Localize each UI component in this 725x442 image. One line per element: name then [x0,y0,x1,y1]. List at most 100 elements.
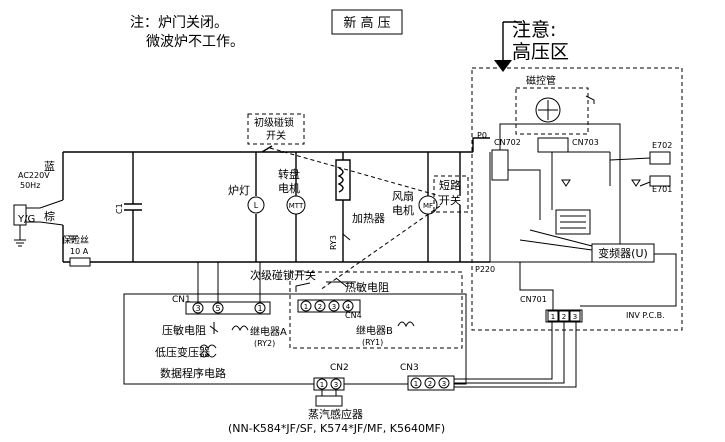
cn703-connector [537,137,569,153]
cn1-label: CN1 [172,295,191,305]
inverter-box [591,243,655,263]
svg-text:3: 3 [332,303,336,311]
svg-text:3: 3 [573,313,577,321]
lamp-label: 炉灯 [228,184,250,197]
relay-a-coil-icon [231,325,249,332]
p0-wire [472,137,490,152]
e702-label: E702 [652,141,672,150]
relay-a-label: 继电器A [250,325,287,338]
cn4-pin: 1 [300,300,312,312]
lamp-icon [247,196,265,214]
warning-line-1: 注意: [512,19,556,41]
relay-b-coil-icon [397,321,415,328]
turntable-label-2: 电机 [278,181,300,195]
svg-text:4: 4 [346,303,351,311]
primary-switch-label-2: 开关 [266,129,286,142]
svg-text:3: 3 [195,304,200,313]
e701-label: E701 [652,185,672,194]
fuse-icon [69,257,91,267]
p220-label: P220 [475,265,495,274]
fan-label-1: 风扇 [392,189,414,203]
thermistor-label: 热敏电阻 [345,280,389,294]
capacitor-c1-label: C1 [115,203,124,214]
ground-symbol-icon [68,235,78,243]
svg-text:1: 1 [304,303,308,311]
svg-text:1: 1 [551,313,555,321]
model-numbers: (NN-K584*JF/SF, K574*JF/MF, K5640MF) [228,422,445,435]
primary-switch-box [247,113,305,145]
capacitor-c1-icon [124,152,142,262]
cn1-pin: 5 [212,302,224,314]
svg-text:2: 2 [428,380,432,388]
cn3-label: CN3 [400,363,419,373]
thermistor-icon [326,277,356,287]
cn3-pin: 1 [410,377,422,389]
short-switch-label-1: 短路 [439,178,461,192]
svg-text:2: 2 [318,303,322,311]
data-circuit-box [123,293,467,385]
turntable-symbol: MTT [289,202,304,210]
lv-transformer-label: 低压变压器 [155,345,210,359]
primary-switch-label-1: 初级碰锁 [254,116,294,129]
e701-icon [649,175,671,187]
primary-switch-icon [261,145,284,153]
cn1-connector [185,301,271,315]
interlock-linkage [269,147,441,197]
steam-sensor-icon [315,395,343,407]
ac-voltage-label: AC220V [18,171,50,180]
cn3-pin: 2 [424,377,436,389]
e702-icon [649,151,671,165]
cn3-pin: 3 [438,377,450,389]
relay-a-code: (RY2) [254,339,275,348]
cn4-pin: 2 [314,300,326,312]
ac-frequency-label: 50Hz [20,181,40,190]
cn2-label: CN2 [330,363,349,373]
short-switch-label-2: 开关 [439,193,461,207]
fuse-rating: 10 A [70,247,89,256]
relay-b-code: (RY1) [362,338,383,347]
svg-text:2: 2 [562,313,566,321]
ground-label: Y/G [17,214,35,225]
fan-label-2: 电机 [392,203,414,217]
svg-text:1: 1 [257,304,262,313]
note-line-2: 微波炉不工作。 [146,34,244,50]
header-box [331,9,403,35]
data-circuit-label: 数据程序电路 [160,366,226,380]
svg-text:1: 1 [414,380,418,388]
fuse-label: 保险丝 [62,234,89,246]
power-plug-icon [13,199,64,247]
cn4-label: CN4 [345,311,362,320]
high-voltage-zone [471,67,683,331]
cn1-pin: 3 [192,302,204,314]
svg-text:5: 5 [215,304,220,313]
cn702-label: CN702 [494,138,521,147]
inv-pcb-label: INV P.C.B. [626,311,665,320]
cn4-pin: 3 [328,300,340,312]
cn702-connector [491,149,509,181]
cn703-label: CN703 [572,138,599,147]
cn2-pin: 1 [316,378,328,390]
ry3-label: RY3 [329,235,338,250]
cn701-pin: 1 [547,310,559,322]
svg-text:1: 1 [320,381,324,389]
inverter-label: 变频器(U) [598,246,648,260]
relay-region [289,271,463,349]
magnetron-label: 磁控管 [526,74,556,87]
cn701-label: CN701 [520,295,547,304]
fan-symbol: MF [423,202,433,210]
warning-arrow-head-icon [494,60,512,72]
cn2-pin: 3 [330,378,342,390]
heater-label: 加热器 [352,212,385,225]
ry3-contact-icon [342,233,351,241]
cn701-pin: 2 [558,310,570,322]
varistor-label: 压敏电阻 [162,323,206,337]
steam-sensor-label: 蒸汽感应器 [308,407,363,421]
cn701-pin: 3 [569,310,581,322]
turntable-label-1: 转盘 [278,167,300,181]
warning-line-2: 高压区 [512,41,569,63]
brown-wire-label: 棕 [44,209,55,223]
turntable-motor-icon [286,195,306,215]
p0-label: P0 [477,131,487,140]
cn4-pin: 4 [342,300,354,312]
